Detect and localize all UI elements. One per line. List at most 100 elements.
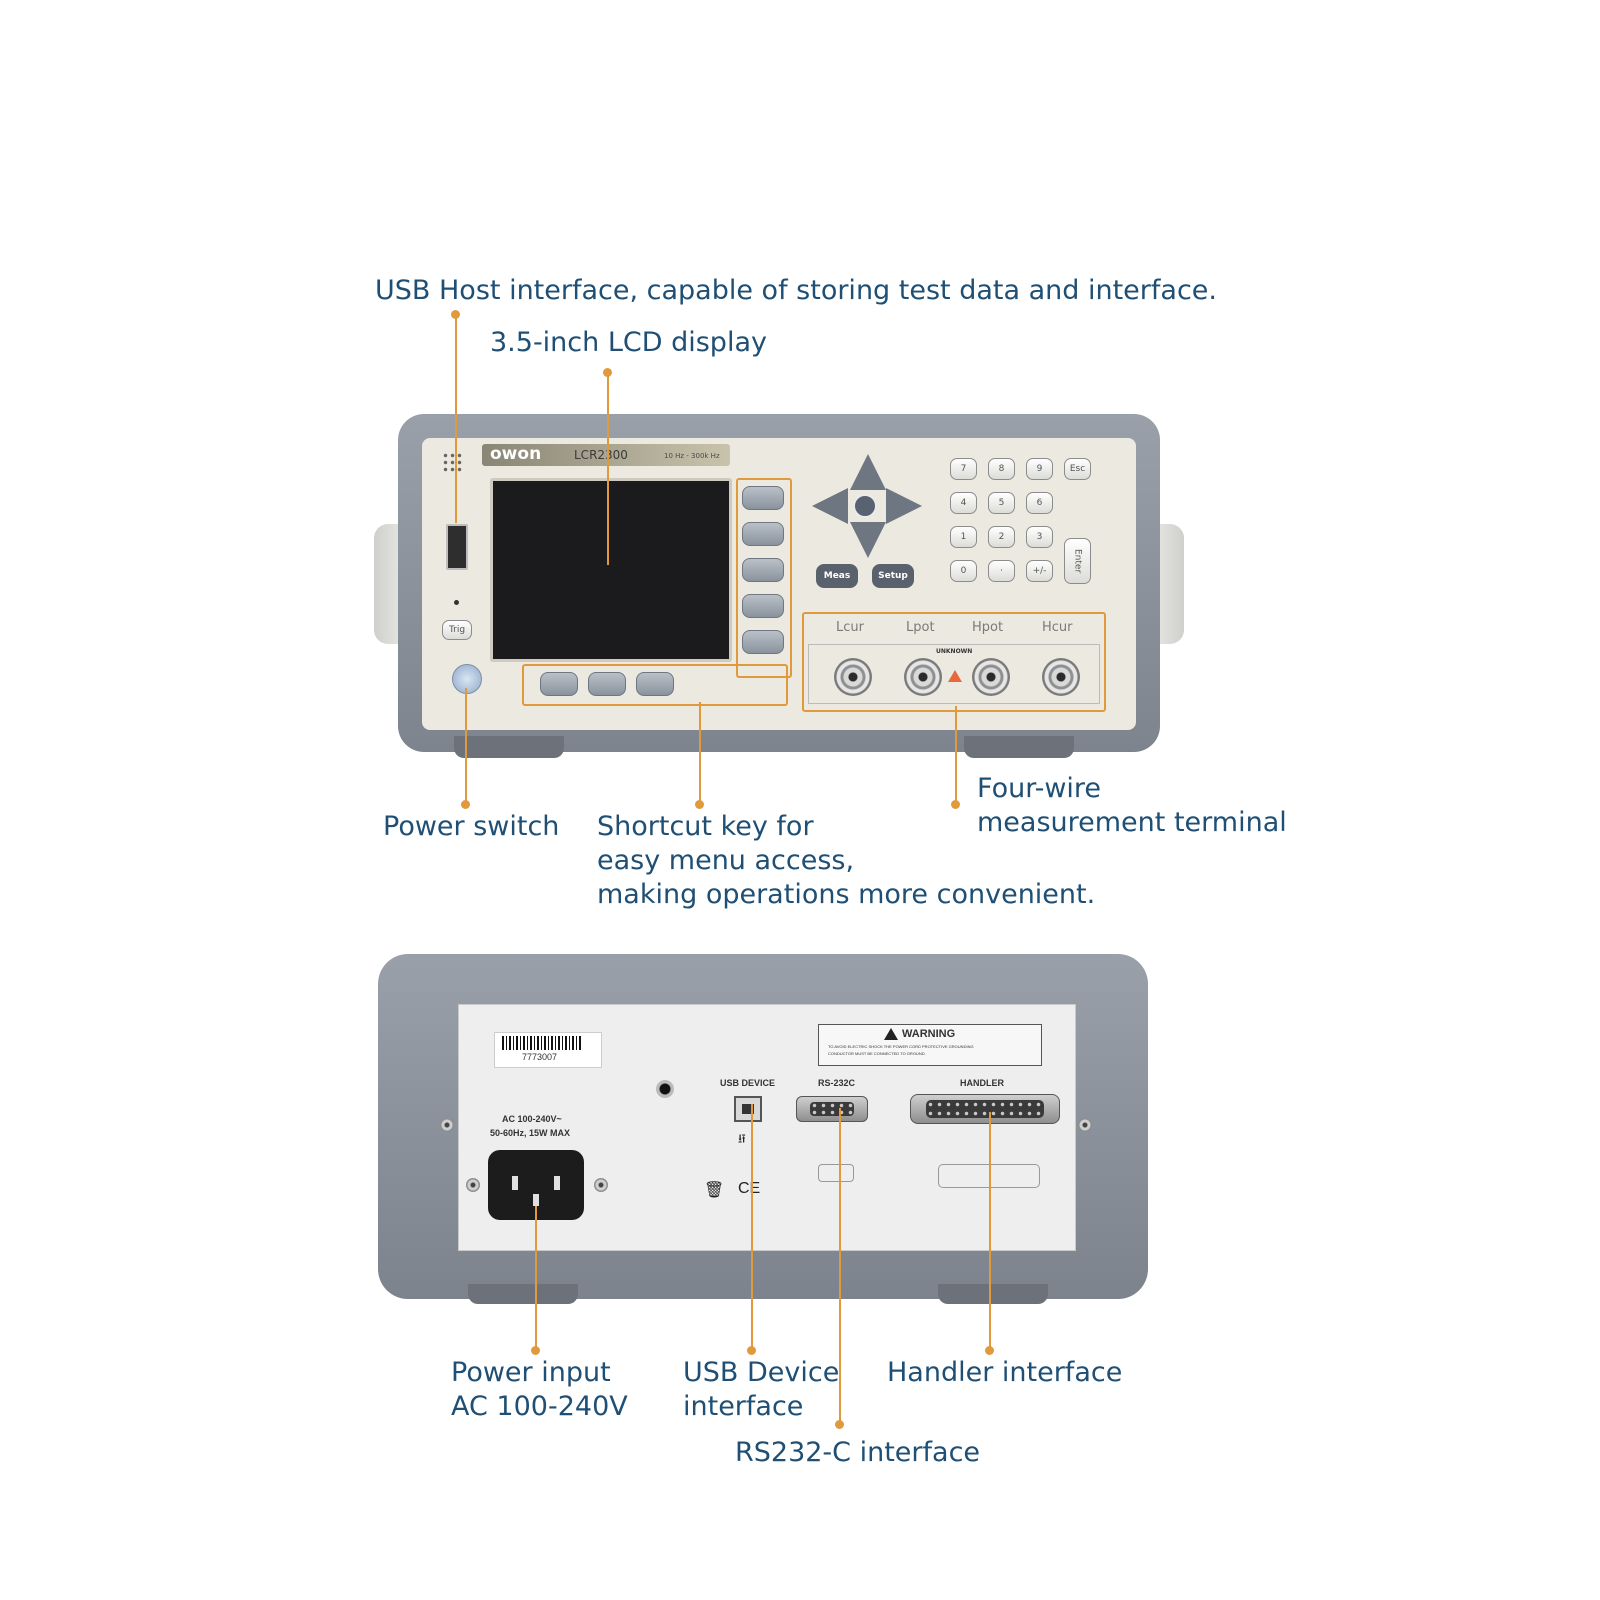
shortcut-key-3[interactable]	[636, 672, 674, 696]
brand-logo: owon	[490, 444, 542, 464]
warning-title: WARNING	[902, 1028, 956, 1040]
callout-shortcut-line-3: making operations more convenient.	[597, 879, 1096, 910]
keypad-key-label: +/-	[1032, 566, 1047, 576]
meas-button[interactable]: Meas	[816, 564, 858, 588]
ce-mark: CE	[738, 1180, 761, 1197]
keypad-key[interactable]: 7	[950, 458, 977, 480]
warning-box	[818, 1024, 1042, 1066]
callout-power-input: Power input AC 100-240V	[451, 1356, 628, 1424]
keypad-key[interactable]: 5	[988, 492, 1015, 514]
keypad-key-label: 9	[1036, 464, 1043, 474]
usb-device-label: USB DEVICE	[720, 1078, 776, 1088]
dpad-center-button[interactable]	[853, 494, 877, 518]
esc-button[interactable]: Esc	[1064, 458, 1091, 480]
handler-label: HANDLER	[960, 1078, 1004, 1088]
dpad-up-button[interactable]	[850, 454, 886, 490]
trig-label: Trig	[448, 625, 466, 635]
terminal-label-lcur: Lcur	[836, 620, 864, 635]
keypad-key[interactable]: 6	[1026, 492, 1053, 514]
bnc-lcur[interactable]	[834, 658, 872, 696]
callout-four-wire: Four-wire measurement terminal	[977, 772, 1287, 840]
callout-handler: Handler interface	[887, 1357, 1123, 1388]
leader-dot-rs232	[835, 1420, 844, 1429]
usb-icon: ⭿	[738, 1132, 746, 1146]
trig-button[interactable]: Trig	[442, 620, 472, 640]
keypad-key[interactable]: +/-	[1026, 560, 1053, 582]
callout-shortcut-line-1: Shortcut key for	[597, 811, 814, 842]
front-panel-device: owon LCR2300 10 Hz - 300k Hz Trig Meas S…	[374, 414, 1184, 774]
callout-four-wire-line-2: measurement terminal	[977, 807, 1287, 838]
frequency-range: 10 Hz - 300k Hz	[664, 452, 720, 460]
callout-power-switch: Power switch	[383, 811, 560, 842]
keypad-key[interactable]: 2	[988, 526, 1015, 548]
bnc-hcur[interactable]	[1042, 658, 1080, 696]
keypad-key[interactable]: ·	[988, 560, 1015, 582]
keypad-key-label: ·	[1000, 566, 1003, 576]
keypad-key-label: 5	[998, 498, 1005, 508]
serial-number: 7773007	[522, 1052, 558, 1062]
enter-label: Enter	[1072, 548, 1083, 574]
callout-shortcut: Shortcut key for easy menu access, makin…	[597, 810, 1095, 912]
warning-triangle-icon	[948, 670, 962, 682]
screw-inlet-right	[594, 1178, 608, 1192]
leader-rs232	[839, 1108, 841, 1424]
esc-label: Esc	[1069, 464, 1086, 474]
power-inlet-pin-ground	[533, 1194, 539, 1206]
side-softkey-5[interactable]	[742, 630, 784, 654]
speaker-grille	[442, 452, 464, 474]
leader-dot-four-wire	[951, 800, 960, 809]
keypad-key[interactable]: 1	[950, 526, 977, 548]
keypad-key-label: 1	[960, 532, 967, 542]
power-inlet-pin-left	[512, 1176, 518, 1190]
bnc-lpot[interactable]	[904, 658, 942, 696]
leader-dot-usb-host	[451, 310, 460, 319]
meas-label: Meas	[823, 571, 851, 581]
screw-inlet-left	[466, 1178, 480, 1192]
keypad-key[interactable]: 9	[1026, 458, 1053, 480]
shortcut-key-1[interactable]	[540, 672, 578, 696]
power-switch-button[interactable]	[452, 664, 482, 694]
callout-power-input-line-2: AC 100-240V	[451, 1391, 628, 1422]
terminal-block-outline	[802, 612, 1106, 712]
usb-host-port[interactable]	[446, 524, 468, 570]
leader-handler	[989, 1112, 991, 1350]
rs232-pinout-diagram	[818, 1164, 854, 1182]
keypad-key[interactable]: 0	[950, 560, 977, 582]
leader-usb-host	[455, 313, 457, 523]
callout-shortcut-line-2: easy menu access,	[597, 845, 855, 876]
callout-rs232: RS232-C interface	[735, 1437, 981, 1468]
leader-dot-power-input	[531, 1346, 540, 1355]
leader-lcd	[607, 373, 609, 565]
shortcut-key-2[interactable]	[588, 672, 626, 696]
front-foot-left	[454, 736, 564, 758]
leader-dot-power-switch	[461, 800, 470, 809]
leader-dot-lcd	[603, 368, 612, 377]
side-softkey-4[interactable]	[742, 594, 784, 618]
side-softkey-1[interactable]	[742, 486, 784, 510]
screw-plate-left	[440, 1118, 454, 1132]
dpad-left-button[interactable]	[812, 488, 848, 524]
keypad-key[interactable]: 3	[1026, 526, 1053, 548]
side-softkey-2[interactable]	[742, 522, 784, 546]
side-softkey-3[interactable]	[742, 558, 784, 582]
keypad-key[interactable]: 8	[988, 458, 1015, 480]
keypad-key-label: 2	[998, 532, 1005, 542]
leader-dot-usb-device	[747, 1346, 756, 1355]
model-name: LCR2300	[574, 448, 628, 462]
terminal-label-lpot: Lpot	[906, 620, 935, 635]
dpad-right-button[interactable]	[886, 488, 922, 524]
terminal-label-hcur: Hcur	[1042, 620, 1073, 635]
bnc-hpot[interactable]	[972, 658, 1010, 696]
side-softkey-group	[736, 478, 792, 678]
setup-label: Setup	[878, 571, 908, 581]
unknown-label: UNKNOWN	[936, 648, 973, 655]
barcode	[502, 1036, 582, 1050]
dpad-down-button[interactable]	[850, 522, 886, 558]
keypad-key[interactable]: 4	[950, 492, 977, 514]
setup-button[interactable]: Setup	[872, 564, 914, 588]
bottom-softkey-group	[522, 664, 788, 706]
rs232-label: RS-232C	[818, 1078, 856, 1088]
leader-shortcut	[699, 702, 701, 804]
enter-button[interactable]: Enter	[1064, 538, 1091, 584]
